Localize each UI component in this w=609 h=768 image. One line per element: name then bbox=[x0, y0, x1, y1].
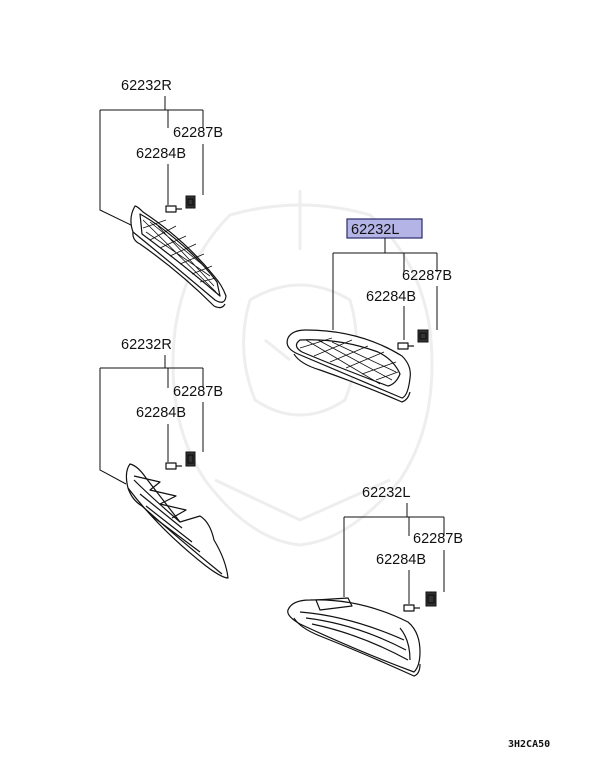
part-label-bolt[interactable]: 62287B bbox=[402, 268, 452, 284]
leader-lines bbox=[343, 503, 445, 604]
clip-hardware bbox=[165, 451, 196, 470]
grille-part bbox=[286, 329, 411, 403]
part-label-clip[interactable]: 62284B bbox=[136, 146, 186, 162]
part-label-main[interactable]: 62232R bbox=[121, 78, 172, 94]
part-label-main[interactable]: 62232R bbox=[121, 337, 172, 353]
parts-group-2: 62232L 62287B 62284B bbox=[286, 218, 452, 403]
leader-lines bbox=[99, 96, 204, 227]
grille-part bbox=[125, 463, 229, 579]
part-label-main[interactable]: 62232L bbox=[351, 222, 399, 238]
part-label-clip[interactable]: 62284B bbox=[366, 289, 416, 305]
grille-part bbox=[287, 597, 421, 677]
parts-group-1: 62232R 62287B 62284B bbox=[99, 78, 227, 309]
part-label-bolt[interactable]: 62287B bbox=[413, 531, 463, 547]
part-label-clip[interactable]: 62284B bbox=[136, 405, 186, 421]
grille-part bbox=[130, 205, 227, 309]
clip-hardware bbox=[165, 195, 196, 213]
drawing-code: 3H2CA50 bbox=[508, 739, 550, 750]
part-label-clip[interactable]: 62284B bbox=[376, 552, 426, 568]
leader-lines bbox=[99, 355, 204, 485]
clip-hardware bbox=[397, 329, 429, 350]
parts-group-4: 62232L 62287B 62284B bbox=[287, 485, 463, 677]
part-label-bolt[interactable]: 62287B bbox=[173, 384, 223, 400]
parts-group-3: 62232R 62287B 62284B bbox=[99, 337, 229, 579]
part-label-main[interactable]: 62232L bbox=[362, 485, 410, 501]
part-label-bolt[interactable]: 62287B bbox=[173, 125, 223, 141]
clip-hardware bbox=[403, 591, 437, 612]
leader-lines bbox=[332, 238, 438, 340]
